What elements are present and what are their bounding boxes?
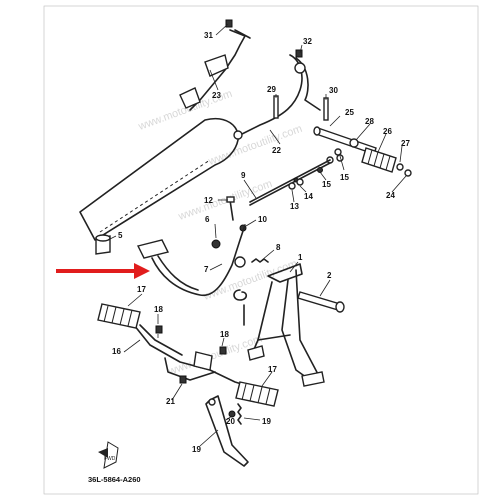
part-13-washer [296,178,304,186]
part-18-bolt [219,346,227,355]
callout-17: 17 [268,365,277,374]
callout-9: 9 [241,171,246,180]
callout-13: 14 [304,192,313,201]
part-19-side-stand [205,395,249,467]
part-32-bolt [295,49,303,58]
part-21-bolt [228,410,236,418]
leader-lines [107,23,407,447]
callout-27: 27 [401,139,410,148]
callout-24: 23 [212,91,221,100]
part-14-pin [317,167,323,173]
part-17-footrest-right [235,381,279,407]
part-6-nut [211,239,221,249]
part-1-main-stand [247,263,325,387]
callout-19: 19 [192,445,201,454]
callout-2: 2 [327,271,332,280]
part-22-bolt [179,375,187,384]
callout-21: 20 [226,417,235,426]
callout-1: 1 [298,253,303,262]
part-20-spring [237,403,242,425]
diagram-frame [43,5,479,495]
callout-26: 26 [383,127,392,136]
svg-text:FWD: FWD [104,456,116,462]
callout-11: 12 [204,196,213,205]
callout-12: 13 [290,202,299,211]
callout-29: 28 [365,117,374,126]
callout-14: 15 [322,180,331,189]
part-11-bolt [226,196,235,221]
callout-5: 5 [118,231,123,240]
callout-22: 21 [166,397,175,406]
part-15-clip [334,148,342,156]
callout-15: 15 [340,173,349,182]
callout-labels: 31 32 23 29 30 25 22 28 26 27 24 15 15 1… [112,31,410,454]
callout-28: 24 [386,191,395,200]
front-arrow-icon: FWD [98,441,119,469]
part-26-grip [361,147,397,173]
part-30-bolt [273,95,279,119]
red-arrow [56,263,150,279]
callout-30: 29 [267,85,276,94]
callout-10: 10 [258,215,267,224]
part-2-pivot-bolt [297,291,345,313]
part-16-footrest-bracket [129,319,246,386]
callout-31: 30 [329,86,338,95]
callout-18: 18 [220,330,229,339]
callout-20: 19 [262,417,271,426]
part-18-bolt [155,325,163,334]
hook-spring [233,289,248,326]
part-7-brake-pedal [136,224,246,296]
part-12-nut [288,182,296,190]
part-32-bolt [225,19,233,28]
part-24-shift-lever [179,29,251,111]
part-31-bolt [323,97,329,121]
callout-8: 8 [276,243,281,252]
muffler-outline [79,118,239,241]
part-8-spring [251,258,269,263]
callout-32: 32 [303,37,312,46]
callout-18: 18 [154,305,163,314]
callout-7: 7 [204,265,209,274]
part-5-rubber [95,234,111,255]
callout-16: 16 [112,347,121,356]
callout-32: 31 [204,31,213,40]
callout-23: 22 [272,146,281,155]
callout-25: 25 [345,108,354,117]
callout-6: 6 [205,215,210,224]
part-23-link-arm [233,54,321,140]
watermark: www.motoutility.com [206,123,304,168]
callout-17: 17 [137,285,146,294]
drawing-code: 36L-5864-A260 [88,475,141,484]
part-17-footrest-left [97,303,141,329]
